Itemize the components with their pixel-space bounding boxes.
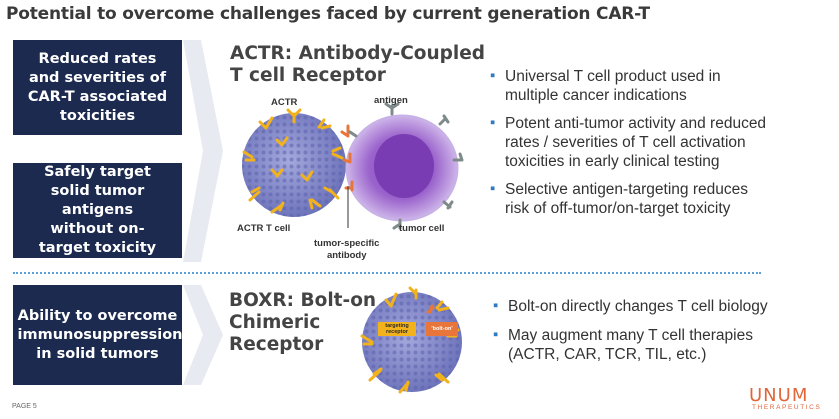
targeting-receptor-label: targeting receptor xyxy=(378,323,416,335)
label-antigen: antigen xyxy=(374,95,408,106)
boxr-t-cell xyxy=(362,292,462,392)
boxr-bullet-text: May augment many T cell therapies (ACTR,… xyxy=(508,327,753,363)
label-actr: ACTR xyxy=(271,97,298,108)
targeting-receptor-tag xyxy=(378,322,416,336)
bullet-marker-icon: ▪ xyxy=(493,326,499,343)
label-antibody-line1: tumor-specific xyxy=(314,238,380,249)
actr-bullet: ▪ Potent anti-tumor activity and reduced … xyxy=(490,114,775,171)
chevron-arrow-top xyxy=(183,40,223,262)
label-actr-t-cell: ACTR T cell xyxy=(237,223,291,234)
boxr-heading-line3: Receptor xyxy=(229,334,324,355)
actr-diagram xyxy=(242,102,464,230)
label-tumor-specific-antibody: tumor-specific antibody xyxy=(314,238,379,262)
actr-bullet-text: Selective antigen-targeting reduces risk… xyxy=(505,181,748,217)
boxr-heading-line1: BOXR: Bolt-on xyxy=(229,290,377,311)
actr-bullet-text: Potent anti-tumor activity and reduced r… xyxy=(505,115,767,170)
chevron-arrow-bottom xyxy=(183,285,223,385)
page-title: Potential to overcome challenges faced b… xyxy=(6,4,650,24)
left-box-text: Safely target solid tumor antigens witho… xyxy=(38,164,157,256)
actr-bullet-list: ▪ Universal T cell product used in multip… xyxy=(490,67,775,227)
label-tumor-cell: tumor cell xyxy=(399,223,445,234)
tag-line: targeting xyxy=(385,323,409,329)
unum-logo-subtitle: THERAPEUTICS xyxy=(752,404,822,411)
actr-bullet: ▪ Universal T cell product used in multip… xyxy=(490,67,775,105)
boxr-bullet-text: Bolt-on directly changes T cell biology xyxy=(508,298,768,315)
actr-bullet-text: Universal T cell product used in multipl… xyxy=(505,68,721,104)
bullet-marker-icon: ▪ xyxy=(490,114,496,131)
bullet-marker-icon: ▪ xyxy=(490,67,496,84)
actr-t-cell xyxy=(242,113,346,217)
boxr-heading-line2: Chimeric xyxy=(229,312,321,333)
boxr-bullet: ▪ May augment many T cell therapies (ACTR… xyxy=(493,326,793,364)
boxr-diagram xyxy=(360,286,462,394)
bolt-on-tag xyxy=(426,322,458,336)
actr-bullet: ▪ Selective antigen-targeting reduces ris… xyxy=(490,180,775,218)
tumor-specific-antibodies xyxy=(340,124,354,192)
left-box-solid-tumor: Safely target solid tumor antigens witho… xyxy=(13,163,182,258)
actr-heading: ACTR: Antibody-Coupled T cell Receptor xyxy=(230,43,485,87)
bullet-marker-icon: ▪ xyxy=(493,297,499,314)
bullet-marker-icon: ▪ xyxy=(490,180,496,197)
tumor-antigens xyxy=(348,102,464,230)
boxr-heading: BOXR: Bolt-on Chimeric Receptor xyxy=(229,290,376,356)
page-number: PAGE 5 xyxy=(12,403,37,410)
actr-heading-line1: ACTR: Antibody-Coupled xyxy=(230,43,486,64)
left-box-text: Reduced rates and severities of CAR-T as… xyxy=(27,50,168,124)
bolt-on-label: 'bolt-on' xyxy=(431,326,453,332)
tag-line: receptor xyxy=(385,329,408,335)
tumor-cell xyxy=(345,114,459,222)
unum-logo: UNUM xyxy=(749,385,809,406)
left-box-immunosuppression: Ability to overcome immunosuppression in… xyxy=(13,285,183,385)
boxr-bullet-list: ▪ Bolt-on directly changes T cell biology… xyxy=(493,297,793,373)
boxr-bullet: ▪ Bolt-on directly changes T cell biology xyxy=(493,297,793,316)
section-divider xyxy=(13,272,761,274)
actr-receptors xyxy=(242,108,344,214)
label-antibody-line2: antibody xyxy=(326,250,367,261)
left-box-text: Ability to overcome immunosuppression in… xyxy=(17,307,183,362)
actr-heading-line2: T cell Receptor xyxy=(230,65,386,86)
left-box-toxicities: Reduced rates and severities of CAR-T as… xyxy=(13,40,182,135)
